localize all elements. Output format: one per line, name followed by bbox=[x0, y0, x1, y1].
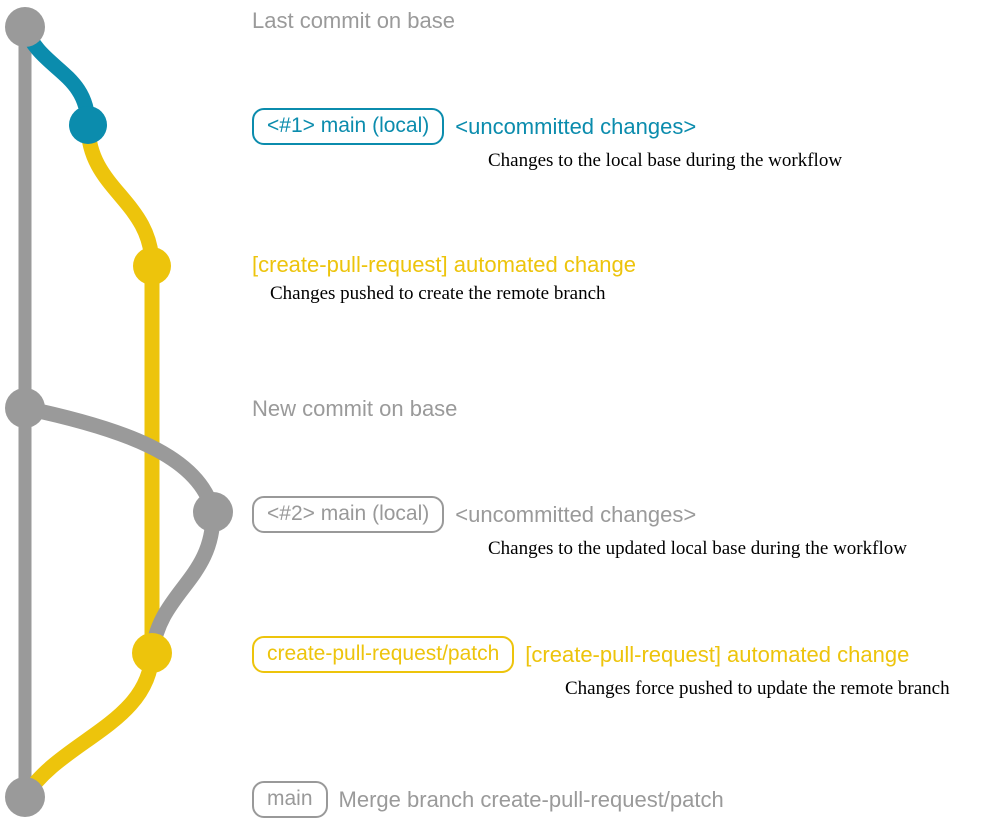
edge-local1-to-patch1 bbox=[80, 117, 160, 274]
row-headline: New commit on base bbox=[252, 396, 981, 422]
edge-basenew-to-local2 bbox=[17, 400, 221, 520]
node-base-head[interactable] bbox=[5, 7, 45, 47]
commit-subject: <uncommitted changes> bbox=[455, 113, 697, 139]
ref-pill-main-local-2[interactable]: <#2> main (local) bbox=[252, 496, 445, 533]
commit-row-merge-branch: main Merge branch create-pull-request/pa… bbox=[252, 781, 981, 818]
ref-pill-create-pull-request-patch[interactable]: create-pull-request/patch bbox=[252, 636, 515, 673]
commit-row-local-uncommitted-1: <#1> main (local) <uncommitted changes> … bbox=[252, 108, 981, 172]
row-headline: Last commit on base bbox=[252, 8, 981, 34]
commit-note: Changes pushed to create the remote bran… bbox=[270, 283, 606, 304]
commit-subject: <uncommitted changes> bbox=[455, 501, 697, 527]
ref-pill-main[interactable]: main bbox=[252, 781, 328, 818]
commit-subject: [create-pull-request] automated change bbox=[252, 252, 637, 277]
row-headline: main Merge branch create-pull-request/pa… bbox=[252, 781, 981, 818]
node-patch-commit-1[interactable] bbox=[133, 247, 171, 285]
node-local-commit-1[interactable] bbox=[69, 106, 107, 144]
commit-subject: Merge branch create-pull-request/patch bbox=[338, 786, 724, 812]
node-local-commit-2[interactable] bbox=[193, 492, 233, 532]
commit-graph bbox=[5, 7, 233, 817]
node-merge-commit[interactable] bbox=[5, 777, 45, 817]
commit-subject: [create-pull-request] automated change bbox=[525, 641, 910, 667]
row-headline: <#2> main (local) <uncommitted changes> bbox=[252, 496, 981, 533]
row-headline: <#1> main (local) <uncommitted changes> bbox=[252, 108, 981, 145]
edge-local2-to-patch2 bbox=[144, 504, 221, 661]
ref-pill-main-local-1[interactable]: <#1> main (local) bbox=[252, 108, 445, 145]
commit-row-local-uncommitted-2: <#2> main (local) <uncommitted changes> … bbox=[252, 496, 981, 560]
node-base-new-commit[interactable] bbox=[5, 388, 45, 428]
row-headline: [create-pull-request] automated change bbox=[252, 252, 981, 278]
commit-row-new-commit-on-base: New commit on base bbox=[252, 396, 981, 422]
commit-note: Changes to the local base during the wor… bbox=[488, 150, 843, 171]
node-patch-commit-2[interactable] bbox=[132, 633, 172, 673]
edge-patch2-to-merge bbox=[17, 645, 160, 805]
commit-subject: Last commit on base bbox=[252, 8, 455, 33]
commit-row-automated-change-create: [create-pull-request] automated change C… bbox=[252, 252, 981, 305]
commit-subject: New commit on base bbox=[252, 396, 458, 421]
commit-note: Changes to the updated local base during… bbox=[488, 538, 907, 559]
row-headline: create-pull-request/patch [create-pull-r… bbox=[252, 636, 981, 673]
commit-note: Changes force pushed to update the remot… bbox=[565, 678, 950, 699]
commit-row-last-commit-on-base: Last commit on base bbox=[252, 8, 981, 34]
commit-row-automated-change-force: create-pull-request/patch [create-pull-r… bbox=[252, 636, 981, 700]
